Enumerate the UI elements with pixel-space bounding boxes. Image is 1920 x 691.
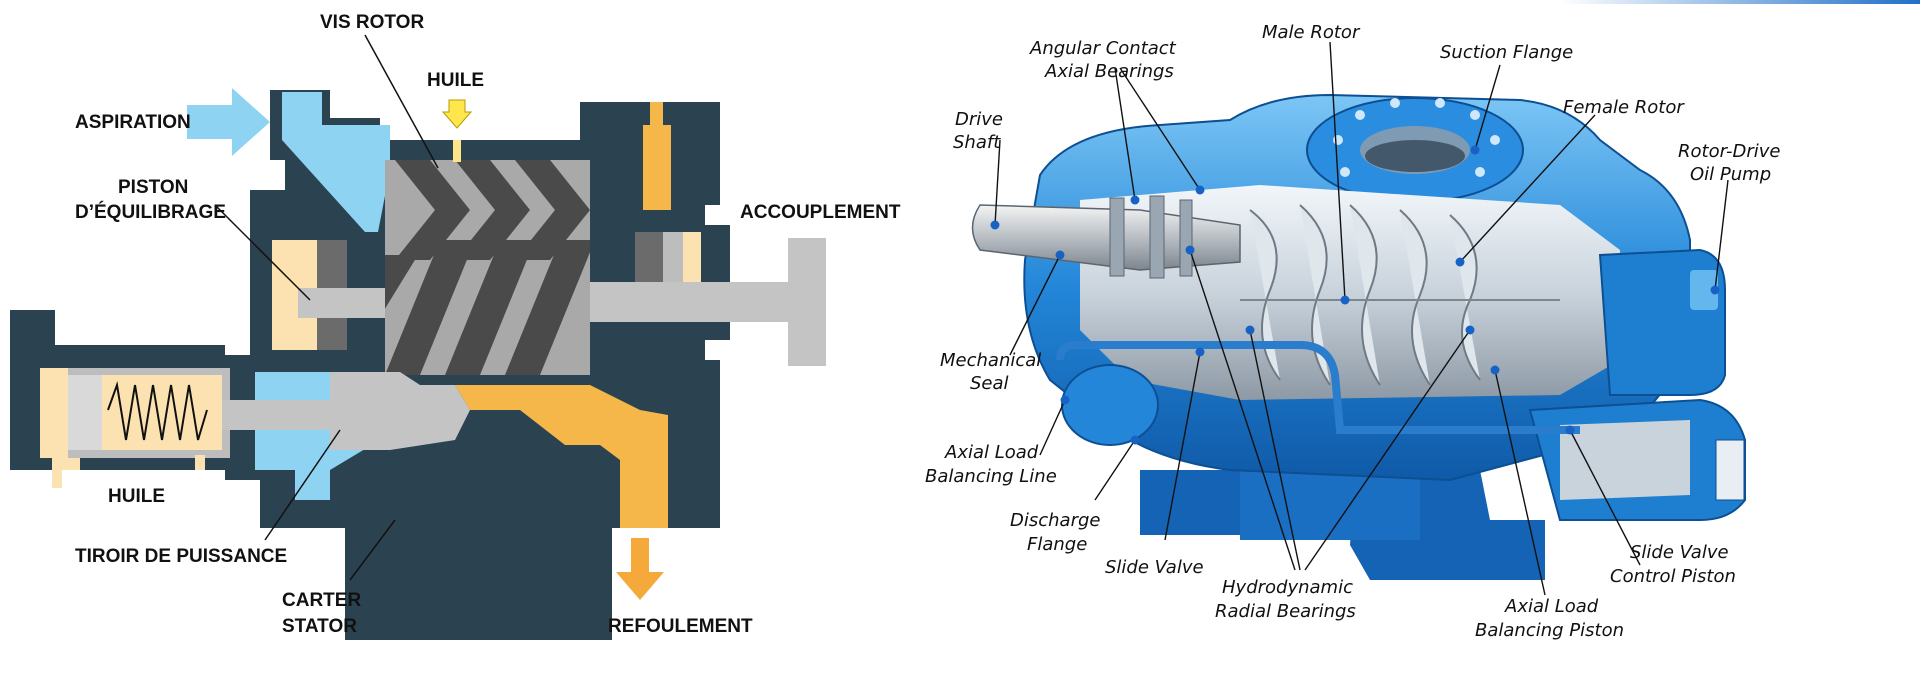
label-axial-piston-1: Axial Load (1504, 596, 1599, 617)
aspiration-arrow (187, 88, 270, 156)
screw-rotor (385, 160, 590, 375)
label-carter-1: CARTER (282, 590, 361, 611)
coupling-flange (788, 238, 826, 366)
shaft-left (298, 288, 398, 318)
label-axial-line-1: Axial Load (944, 442, 1039, 463)
label-slide-ctrl-2: Control Piston (1610, 566, 1736, 587)
refoulement-arrow (616, 538, 664, 600)
discharge-flange (1061, 364, 1159, 446)
label-discharge-1: Discharge (1010, 510, 1100, 531)
label-oil-2: Oil Pump (1690, 164, 1771, 185)
label-male-rotor: Male Rotor (1262, 22, 1361, 43)
label-refoulement: REFOULEMENT (608, 616, 753, 637)
label-axial-line-2: Balancing Line (925, 466, 1057, 487)
label-discharge-2: Flange (1027, 534, 1087, 555)
label-suction-flange: Suction Flange (1440, 42, 1573, 63)
label-angular-1: Angular Contact (1029, 38, 1177, 59)
label-hydro-1: Hydrodynamic (1222, 577, 1353, 598)
right-compressor-cutaway: Angular Contact Axial Bearings Male Roto… (925, 22, 1781, 641)
left-compressor-cutaway: VIS ROTOR HUILE ASPIRATION PISTON D’ÉQUI… (10, 12, 901, 640)
label-seal-1: Mechanical (940, 350, 1041, 371)
spring (107, 381, 208, 441)
label-angular-2: Axial Bearings (1044, 61, 1174, 82)
label-slide-valve: Slide Valve (1105, 557, 1204, 578)
label-female-rotor: Female Rotor (1563, 97, 1685, 118)
oil-injection (453, 140, 461, 162)
discharge-channel (455, 385, 668, 528)
label-drive-2: Shaft (953, 132, 1001, 153)
label-piston-1: PISTON (118, 177, 188, 198)
balancing-line-pipe (1056, 341, 1580, 434)
discharge-slot (643, 125, 671, 210)
shaft-right (590, 282, 788, 322)
label-accouplement: ACCOUPLEMENT (740, 202, 901, 223)
label-tiroir: TIROIR DE PUISSANCE (75, 546, 287, 567)
piston-rod (222, 400, 334, 430)
label-aspiration: ASPIRATION (75, 112, 191, 133)
label-seal-2: Seal (970, 373, 1009, 394)
label-carter-2: STATOR (282, 616, 357, 637)
label-huile-top: HUILE (427, 70, 484, 91)
rotor-lobes (1249, 204, 1481, 386)
accent-bar (1560, 0, 1920, 4)
label-oil-1: Rotor-Drive (1678, 141, 1781, 162)
label-vis-rotor: VIS ROTOR (320, 12, 424, 33)
suction-channel (282, 92, 390, 232)
label-drive-1: Drive (955, 109, 1003, 130)
label-piston-2: D’ÉQUILIBRAGE (75, 201, 226, 223)
drive-shaft (971, 204, 1241, 271)
label-huile-bottom: HUILE (108, 486, 165, 507)
label-axial-piston-2: Balancing Piston (1475, 620, 1624, 641)
label-hydro-2: Radial Bearings (1215, 601, 1356, 622)
label-slide-ctrl-1: Slide Valve (1630, 542, 1729, 563)
slide-valve (330, 372, 470, 450)
